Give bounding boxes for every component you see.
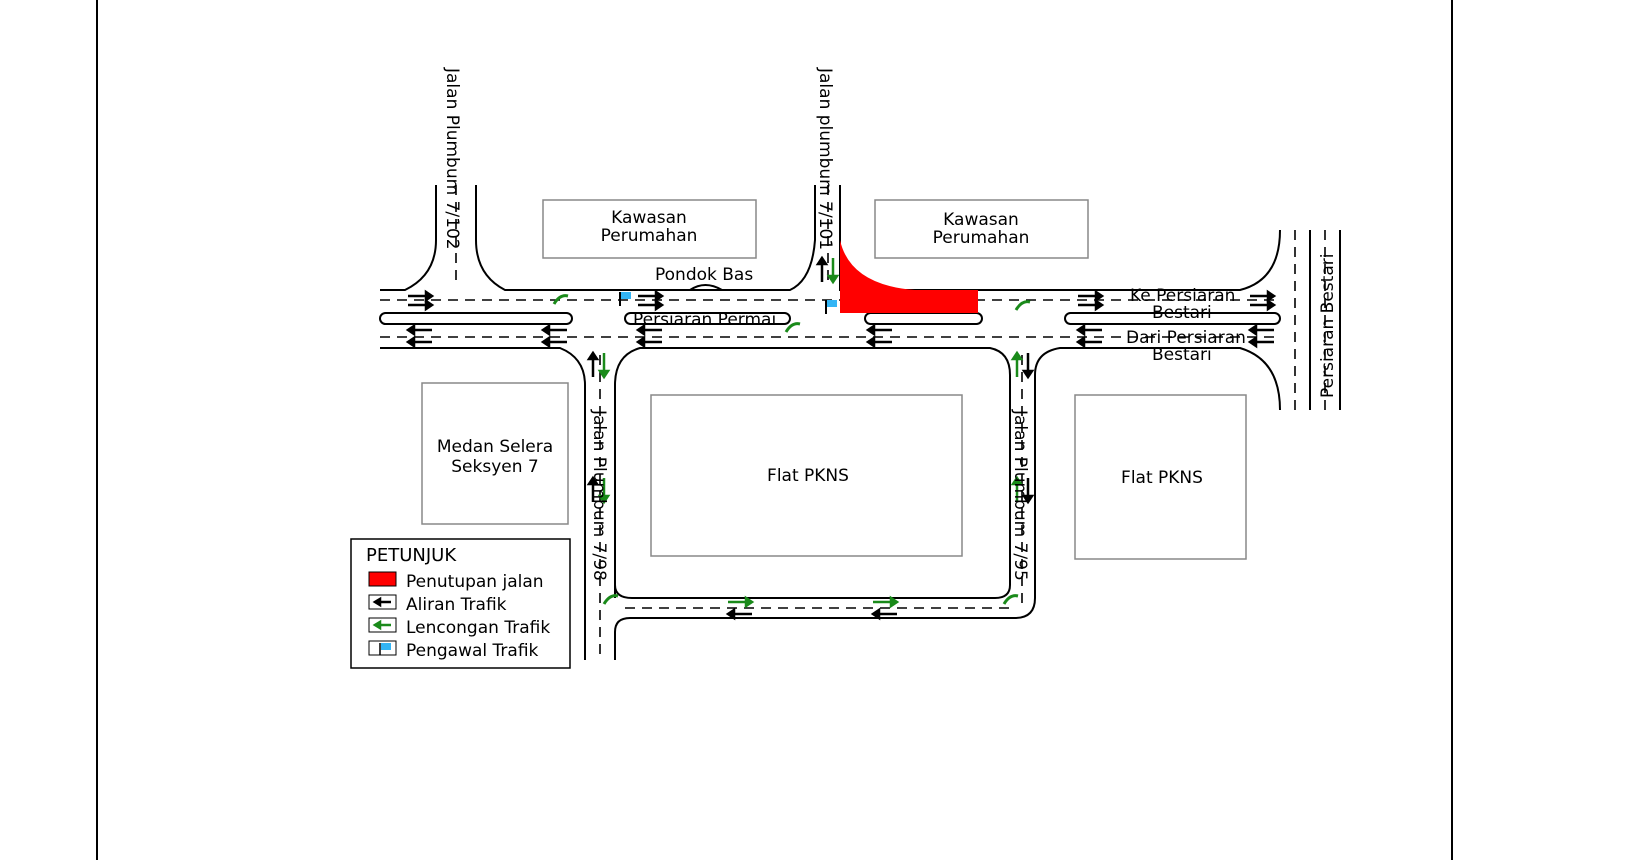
traffic-arrows [405,255,1277,621]
label-ke-bestari-1: Ke Persiaran [1130,286,1235,306]
marshal-flags [619,292,837,314]
black-arrow-icon [368,594,397,610]
traffic-flow-arrow-icon [638,289,665,303]
label-dari-bestari-2: Bestari [1152,345,1212,365]
traffic-flow-arrow-icon [635,335,662,349]
green-arrow-icon [368,617,397,633]
medan-selera-box [421,382,569,525]
road-label-persiaran-bestari: Persiaran Bestari [1318,254,1338,398]
traffic-flow-arrow-icon [1078,298,1105,312]
traffic-flow-arrow-icon [638,298,665,312]
traffic-flow-arrow-icon [1250,298,1277,312]
traffic-flow-arrow-icon [865,323,892,337]
kawasan-perumahan-2-box [874,199,1089,259]
buildings [421,199,1247,560]
label-dari-bestari-1: Dari Persiaran [1126,328,1246,348]
legend-label: Pengawal Trafik [406,641,539,661]
traffic-flow-arrow-icon [1247,335,1274,349]
traffic-flow-arrow-icon [870,607,897,621]
traffic-flow-arrow-icon [1078,289,1105,303]
place-label: Perumahan [601,226,698,246]
closure-swatch-icon [368,571,397,587]
detour-arrow-icon [826,258,840,285]
traffic-flow-arrow-icon [408,289,435,303]
place-label: Kawasan [943,210,1019,230]
place-label: Kawasan [611,208,687,228]
bus-stop-shelter [689,284,723,291]
traffic-flow-arrow-icon [635,323,662,337]
place-label: Medan Selera [437,437,553,457]
place-label: Perumahan [933,228,1030,248]
flag-icon [825,300,837,314]
traffic-flow-arrow-icon [725,607,752,621]
road-label-plumbum-7-95: Jalan Plumbum 7/95 [1010,409,1030,581]
traffic-flow-arrow-icon [405,335,432,349]
road-label-plumbum-7-98: Jalan Plumbum 7/98 [589,409,609,581]
traffic-flow-arrow-icon [405,323,432,337]
place-label-pondok-bas: Pondok Bas [655,265,753,285]
flat-pkns-1-box [650,394,963,557]
place-label: Flat PKNS [767,466,849,486]
traffic-flow-arrow-icon [1021,353,1035,380]
detour-turn-arrow-icon [784,322,801,333]
road-label-persiaran-permai: Persiaran Permai [633,310,776,330]
detour-arrow-icon [728,595,755,609]
map-labels: Jalan Plumbum 7/102 Jalan plumbum 7/101 … [437,67,1338,581]
flat-pkns-2-box [1074,394,1247,560]
traffic-flow-arrow-icon [1075,323,1102,337]
traffic-flow-arrow-icon [1247,323,1274,337]
kawasan-perumahan-1-box [542,199,757,259]
detour-arrow-icon [1010,475,1024,502]
traffic-flow-arrow-icon [815,255,829,282]
legend-label: Penutupan jalan [406,572,544,592]
legend: PETUNJUK Penutupan jalan Aliran Trafik L… [350,538,571,669]
traffic-flow-arrow-icon [1021,478,1035,505]
legend-title: PETUNJUK [366,545,457,566]
flag-icon [368,640,397,656]
road-label-plumbum-7-102: Jalan Plumbum 7/102 [442,67,462,250]
detour-arrow-icon [873,595,900,609]
traffic-flow-arrow-icon [408,298,435,312]
detour-arrow-icon [597,353,611,380]
detour-turn-arrow-icon [552,294,569,305]
place-label: Seksyen 7 [451,457,538,477]
traffic-flow-arrow-icon [586,350,600,377]
traffic-flow-arrow-icon [586,475,600,502]
traffic-flow-arrow-icon [865,335,892,349]
legend-label: Aliran Trafik [406,595,507,615]
traffic-flow-arrow-icon [1250,289,1277,303]
flag-icon [619,292,631,306]
detour-turn-arrow-icon [602,594,619,605]
detour-turn-arrow-icon [1002,594,1019,605]
detour-turn-arrow-icon [1014,300,1031,311]
legend-label: Lencongan Trafik [406,618,550,638]
traffic-flow-arrow-icon [540,335,567,349]
place-label: Flat PKNS [1121,468,1203,488]
label-ke-bestari-2: Bestari [1152,303,1212,323]
detour-arrow-icon [1010,350,1024,377]
traffic-flow-arrow-icon [1075,335,1102,349]
traffic-flow-arrow-icon [540,323,567,337]
detour-arrow-icon [597,478,611,505]
road-label-plumbum-7-101: Jalan plumbum 7/101 [815,67,835,250]
road-closure-area [840,240,978,313]
